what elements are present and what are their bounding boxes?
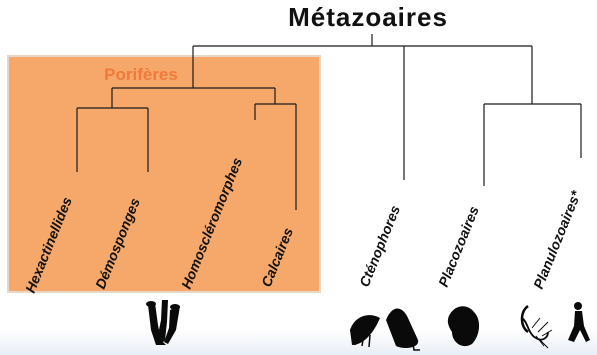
porifera-label: Porifères [104, 65, 178, 84]
sponge-icon [146, 300, 180, 345]
taxon-label-planulozoaires: Planulozoaires* [530, 188, 584, 291]
taxon-label-placozoaires: Placozoaires [435, 204, 482, 290]
taxon-label-ctenophores: Cténophores [356, 203, 403, 289]
tree-title: Métazoaires [288, 2, 448, 32]
cnidarian-icon [522, 306, 552, 348]
human-icon [568, 302, 590, 342]
placozoan-icon [448, 306, 479, 346]
ctenophore-icon [350, 308, 420, 350]
